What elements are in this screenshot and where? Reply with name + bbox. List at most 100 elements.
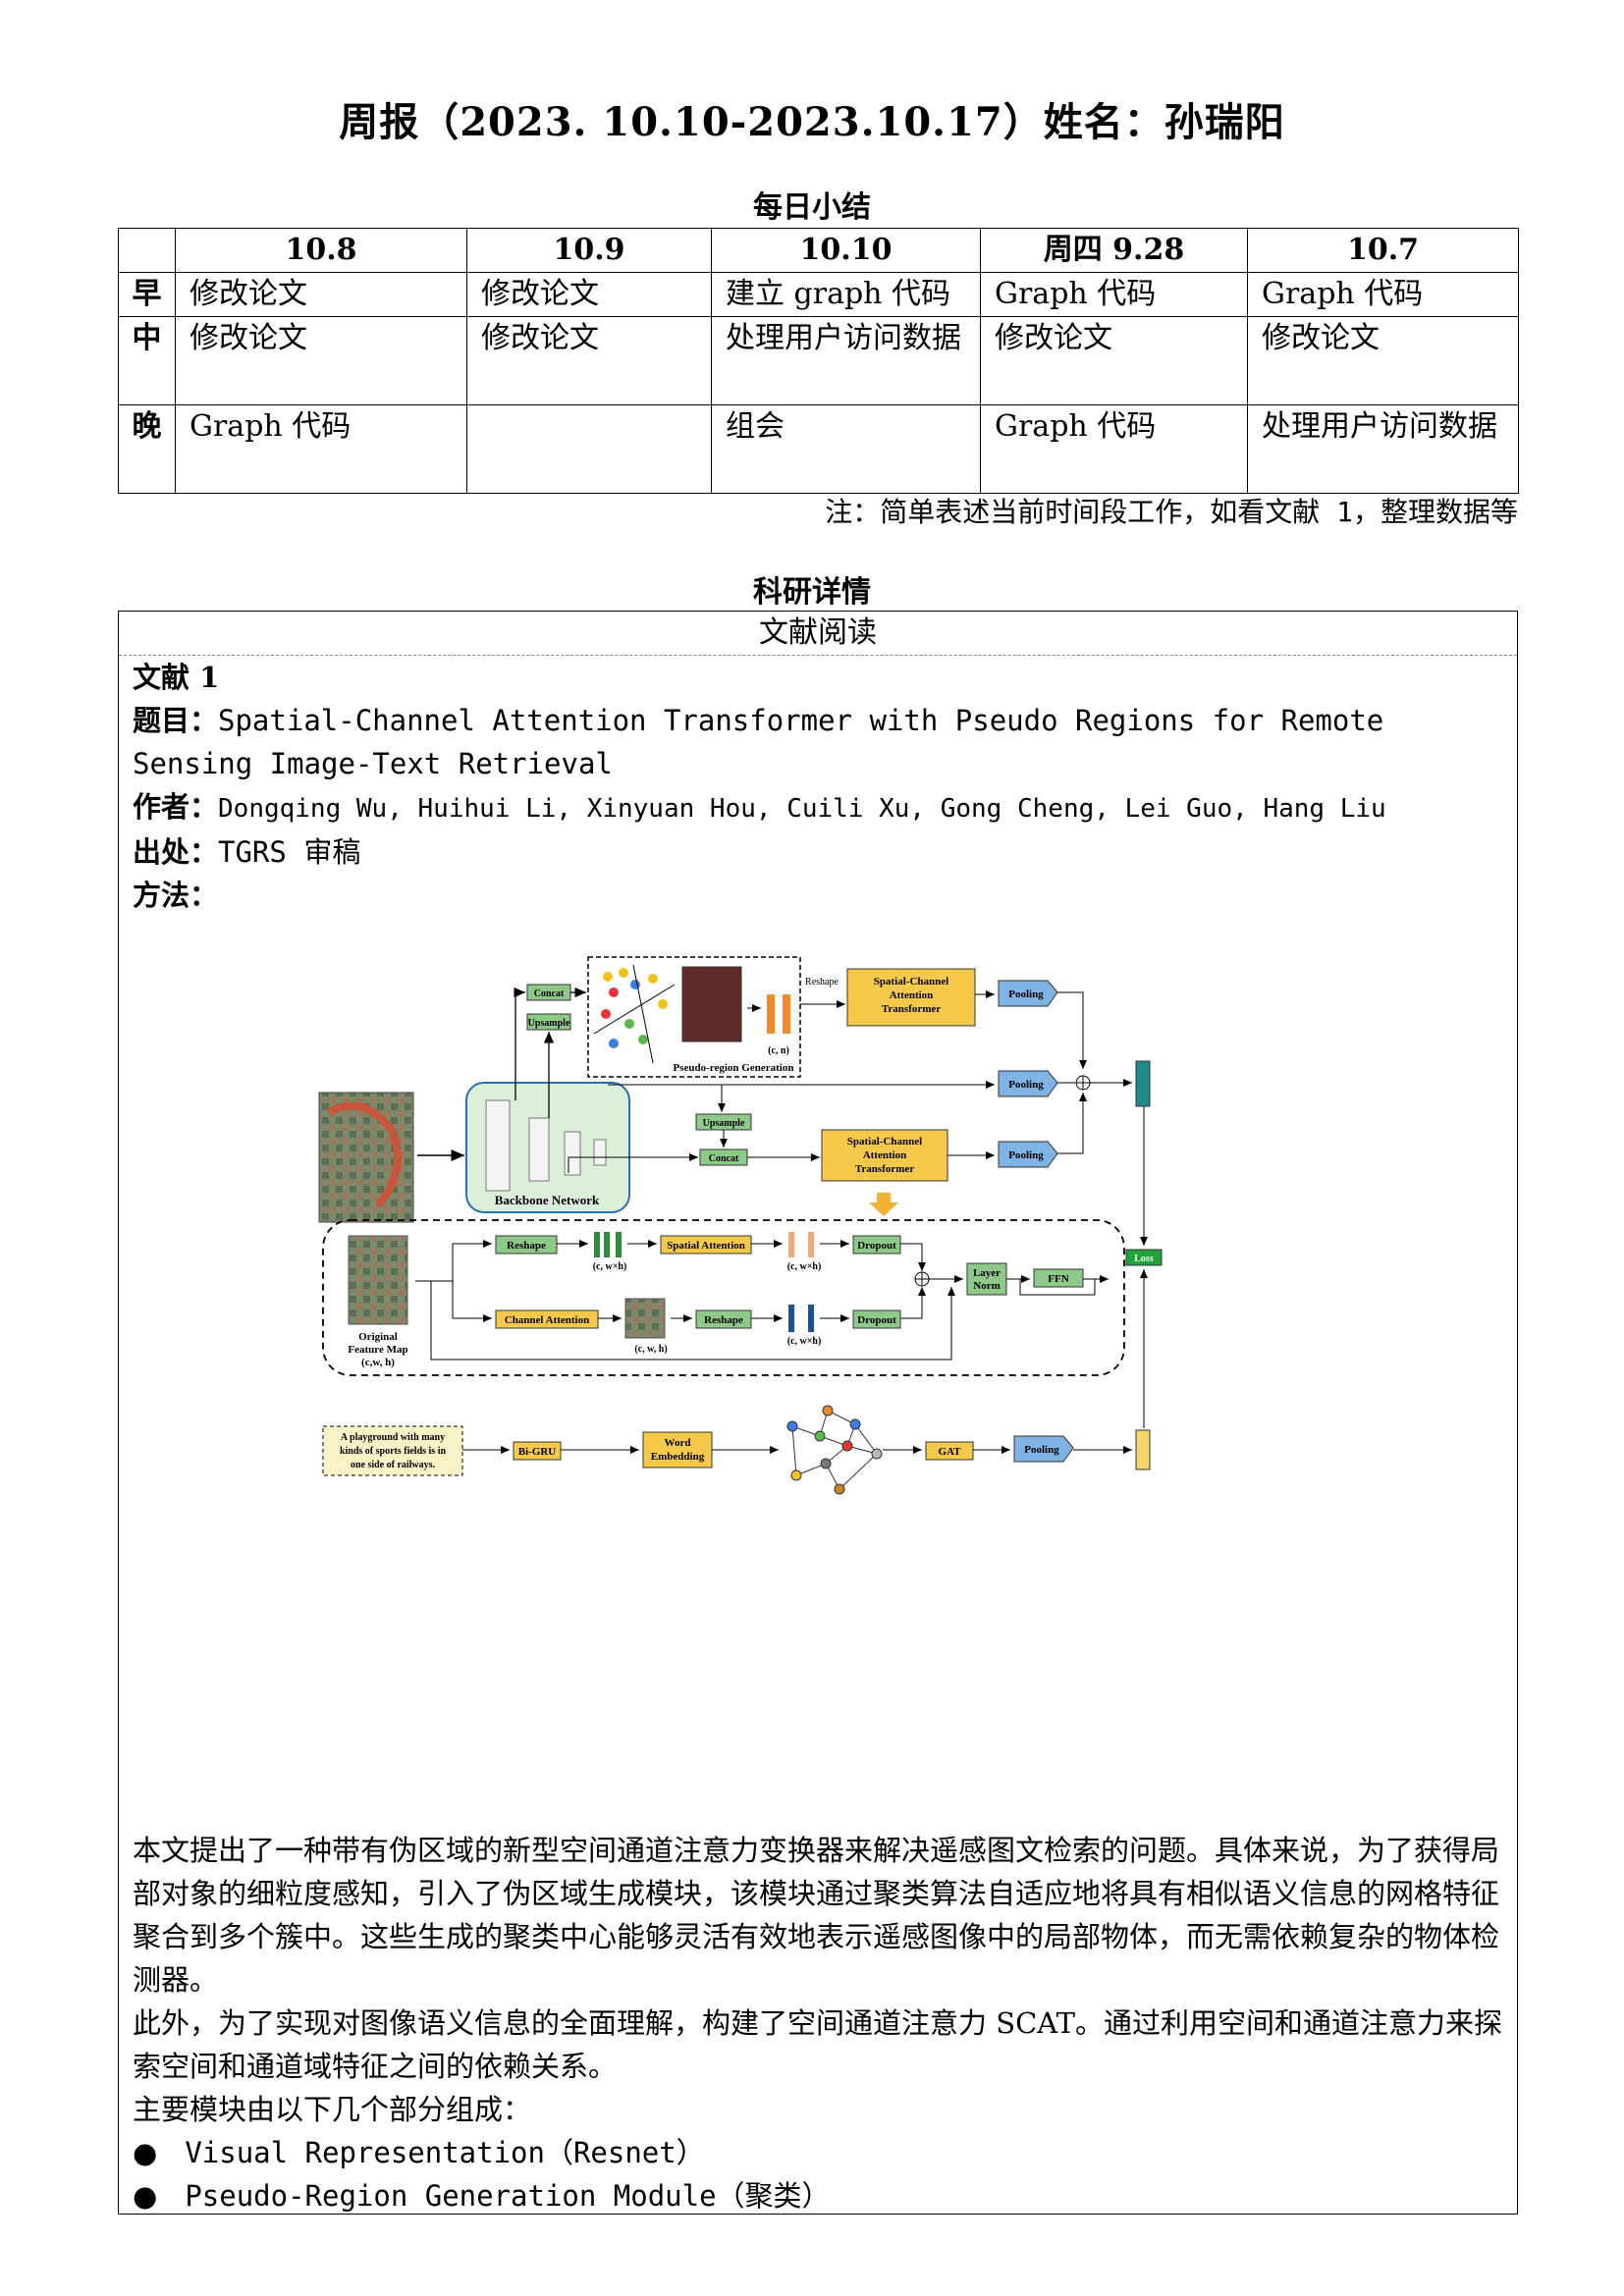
dropout-top-label: Dropout: [857, 1240, 896, 1252]
bigru-box: [513, 1441, 562, 1461]
pooling-top: [998, 980, 1058, 1007]
research-box-header: 文献阅读: [119, 612, 1517, 656]
pseudo-region-box: [587, 956, 801, 1078]
text-caption: [322, 1425, 463, 1476]
spatial-attention-label: Spatial Attention: [667, 1240, 745, 1252]
table-cell: Graph 代码: [1247, 272, 1519, 317]
row-label: 晚: [118, 404, 176, 494]
scat-top-l2: Attention: [890, 989, 934, 1001]
table-header: 10.10: [711, 228, 981, 273]
gat-label: GAT: [938, 1446, 961, 1458]
table-cell: 建立 graph 代码: [711, 272, 981, 317]
word-l1: Word: [665, 1437, 691, 1449]
table-cell: 修改论文: [466, 272, 712, 317]
layer-norm-l1: Layer: [973, 1267, 1001, 1279]
scat-bottom-l1: Spatial-Channel: [847, 1136, 922, 1148]
caption-l3: one side of railways.: [351, 1460, 436, 1470]
pooling-text: [1013, 1435, 1074, 1463]
bullet-icon: ●: [133, 2179, 158, 2213]
cwh-top2: (c, w×h): [787, 1261, 822, 1272]
method-label: 方法：: [133, 879, 219, 912]
channel-attention-label: Channel Attention: [505, 1314, 590, 1326]
cwh-bottom: (c, w×h): [787, 1336, 822, 1347]
scat-top: [846, 968, 976, 1027]
reshape-box: [495, 1235, 558, 1255]
title-label: 题目：: [133, 704, 219, 737]
table-cell: 修改论文: [1247, 316, 1519, 405]
list-item: ● Pseudo-Region Generation Module（聚类）: [133, 2174, 1507, 2217]
ffn-label: FFN: [1048, 1273, 1068, 1285]
pooling-text-label: Pooling: [1024, 1444, 1059, 1456]
image-embedding: [1135, 1060, 1151, 1107]
table-row: 晚 Graph 代码 组会 Graph 代码 处理用户访问数据: [118, 404, 1519, 494]
ffn-box: [1033, 1268, 1084, 1288]
list-item: ● Visual Representation（Resnet）: [133, 2131, 1507, 2174]
table-row: 中 修改论文 修改论文 处理用户访问数据 修改论文 修改论文: [118, 316, 1519, 405]
paper-source: TGRS 审稿: [218, 835, 361, 869]
bigru-label: Bi-GRU: [518, 1446, 557, 1458]
bullet-icon: ●: [133, 2136, 158, 2169]
table-header: 周四 9.28: [980, 228, 1248, 273]
expand-arrow: [869, 1193, 898, 1216]
page-title: 周报（2023. 10.10-2023.10.17）姓名：孙瑞阳: [339, 99, 1285, 145]
table-cell: [466, 404, 712, 494]
research-box: 文献阅读 文献 1 题目：Spatial-Channel Attention T…: [118, 611, 1518, 2215]
reshape-2-label: Reshape: [704, 1314, 743, 1326]
authors-label: 作者：: [133, 790, 219, 824]
orig-l3: (c,w, h): [361, 1357, 395, 1368]
gat-box: [925, 1441, 974, 1461]
pooling-bottom: [998, 1141, 1058, 1168]
row-label: 中: [118, 316, 176, 405]
table-row: 早 修改论文 修改论文 建立 graph 代码 Graph 代码 Graph 代…: [118, 272, 1519, 317]
upsample-label: Upsample: [528, 1018, 570, 1029]
scat-bottom-l3: Transformer: [855, 1163, 914, 1175]
table-cell: 处理用户访问数据: [1247, 404, 1519, 494]
original-feature-map: [348, 1235, 408, 1325]
caption-l2: kinds of sports fields is in: [340, 1446, 447, 1457]
research-heading: 科研详情: [753, 575, 871, 610]
concat-label: Concat: [534, 988, 565, 999]
table-header: 10.7: [1247, 228, 1519, 273]
pooling-middle: [998, 1070, 1058, 1097]
pooling-top-label: Pooling: [1008, 988, 1044, 1000]
layer-norm-box: [966, 1262, 1007, 1296]
row-label: 早: [118, 272, 176, 317]
spatial-attention-box: [660, 1235, 752, 1255]
loss-label: Loss: [1134, 1254, 1154, 1264]
paper-title: Spatial-Channel Attention Transformer wi…: [133, 704, 1384, 780]
prg-label: Pseudo-region Generation: [674, 1062, 794, 1074]
table-cell: Graph 代码: [175, 404, 467, 494]
orig-l1: Original: [358, 1331, 398, 1343]
pooling-middle-label: Pooling: [1008, 1079, 1044, 1091]
orig-l2: Feature Map: [348, 1344, 407, 1356]
pooling-bottom-label: Pooling: [1008, 1149, 1044, 1161]
table-cell: 修改论文: [175, 272, 467, 317]
upsample-box: [526, 1013, 571, 1031]
table-cell: 修改论文: [466, 316, 712, 405]
paragraph: 此外，为了实现对图像语义信息的全面理解，构建了空间通道注意力 SCAT。通过利用…: [133, 2006, 1502, 2083]
word-l2: Embedding: [651, 1451, 705, 1463]
dropout-top-box: [852, 1235, 901, 1255]
table-header-row: 10.8 10.9 10.10 周四 9.28 10.7: [118, 228, 1519, 273]
table-header: 10.8: [175, 228, 467, 273]
caption-l1: A playground with many: [341, 1432, 445, 1443]
daily-summary-table: 10.8 10.9 10.10 周四 9.28 10.7 早 修改论文 修改论文…: [118, 228, 1519, 494]
table-cell: 组会: [711, 404, 981, 494]
paragraph: 主要模块由以下几个部分组成：: [133, 2093, 532, 2126]
scat-top-l1: Spatial-Channel: [874, 976, 948, 988]
layer-norm-l2: Norm: [973, 1280, 1001, 1292]
reshape-label: Reshape: [507, 1240, 546, 1252]
table-cell: 修改论文: [980, 316, 1248, 405]
word-embedding-box: [642, 1431, 713, 1468]
paper-number: 文献 1: [133, 661, 220, 694]
cwh-mid: (c, w, h): [634, 1344, 667, 1355]
channel-attention-box: [495, 1309, 599, 1329]
dropout-bottom-label: Dropout: [857, 1314, 896, 1326]
source-label: 出处：: [133, 835, 219, 869]
reshape-box-2: [695, 1309, 752, 1329]
bullet-text: Pseudo-Region Generation Module（聚类）: [185, 2179, 831, 2213]
table-header: 10.9: [466, 228, 712, 273]
scat-bottom-l2: Attention: [863, 1149, 907, 1161]
summary-text: 本文提出了一种带有伪区域的新型空间通道注意力变换器来解决遥感图文检索的问题。具体…: [133, 1829, 1507, 2217]
scat-bottom: [821, 1129, 948, 1182]
